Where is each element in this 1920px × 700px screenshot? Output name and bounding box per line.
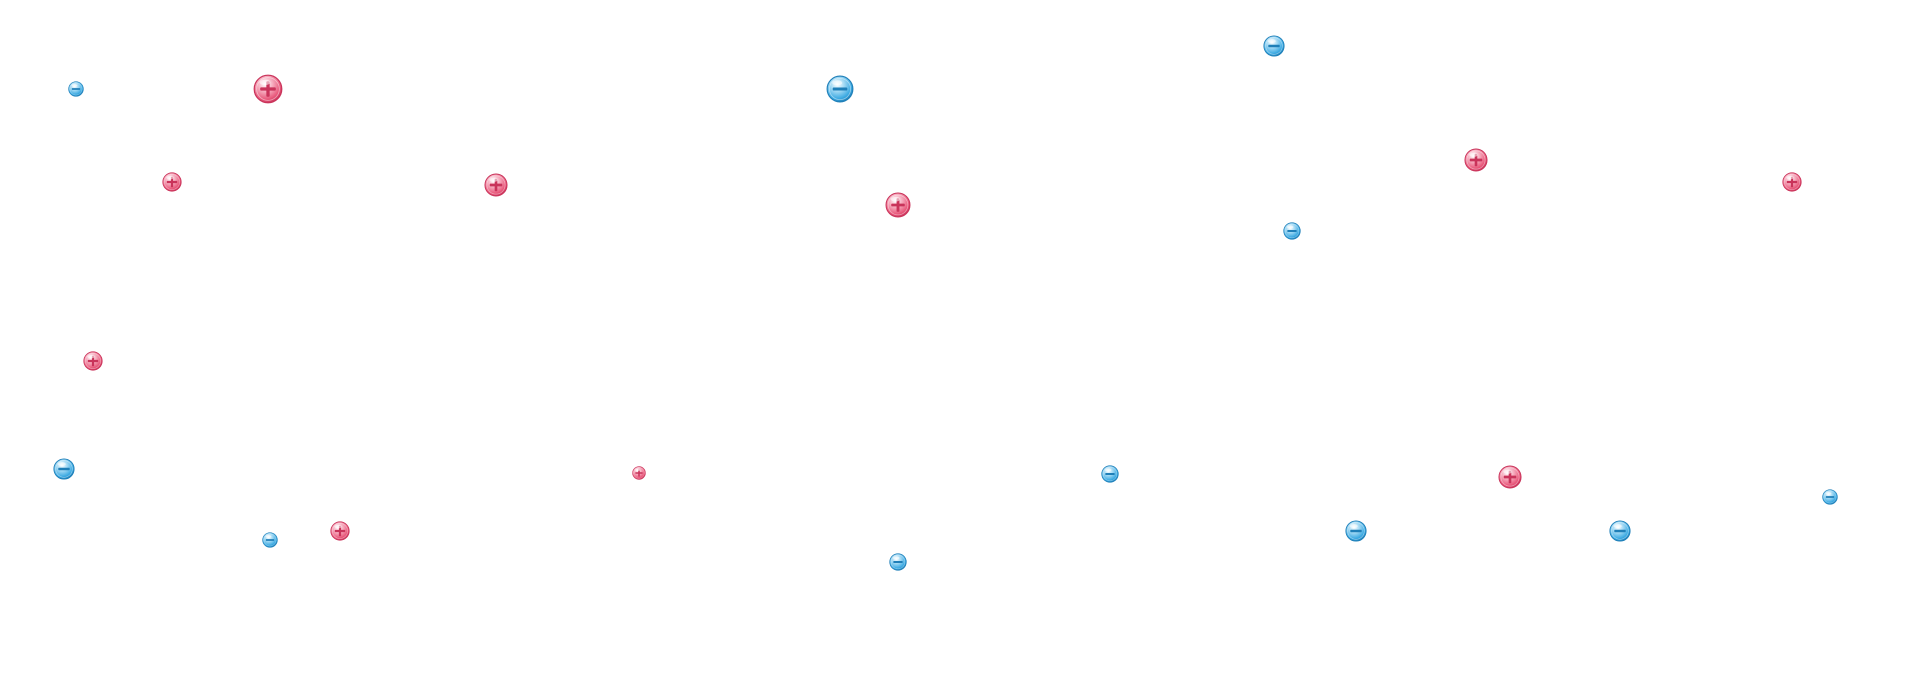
positive-charge [632, 466, 646, 480]
negative-charge [1263, 35, 1285, 57]
minus-icon [68, 81, 84, 97]
positive-charge [1782, 172, 1802, 192]
minus-icon [889, 553, 907, 571]
positive-charge [330, 521, 350, 541]
positive-charge [1498, 465, 1522, 489]
positive-charge [253, 74, 283, 104]
plus-icon [1498, 465, 1522, 489]
minus-icon [1283, 222, 1301, 240]
negative-charge [826, 75, 854, 103]
minus-icon [1609, 520, 1631, 542]
minus-icon [1822, 489, 1838, 505]
negative-charge [1609, 520, 1631, 542]
negative-charge [68, 81, 84, 97]
minus-icon [1263, 35, 1285, 57]
minus-icon [1345, 520, 1367, 542]
plus-icon [83, 351, 103, 371]
plus-icon [1782, 172, 1802, 192]
plus-icon [330, 521, 350, 541]
negative-charge [1283, 222, 1301, 240]
plus-icon [1464, 148, 1488, 172]
plus-icon [484, 173, 508, 197]
negative-charge [1101, 465, 1119, 483]
plus-icon [253, 74, 283, 104]
negative-charge [889, 553, 907, 571]
negative-charge [1822, 489, 1838, 505]
positive-charge [484, 173, 508, 197]
plus-icon [885, 192, 911, 218]
minus-icon [826, 75, 854, 103]
minus-icon [262, 532, 278, 548]
negative-charge [262, 532, 278, 548]
plus-icon [632, 466, 646, 480]
positive-charge [83, 351, 103, 371]
negative-charge [1345, 520, 1367, 542]
minus-icon [53, 458, 75, 480]
negative-charge [53, 458, 75, 480]
positive-charge [162, 172, 182, 192]
plus-icon [162, 172, 182, 192]
positive-charge [885, 192, 911, 218]
positive-charge [1464, 148, 1488, 172]
minus-icon [1101, 465, 1119, 483]
